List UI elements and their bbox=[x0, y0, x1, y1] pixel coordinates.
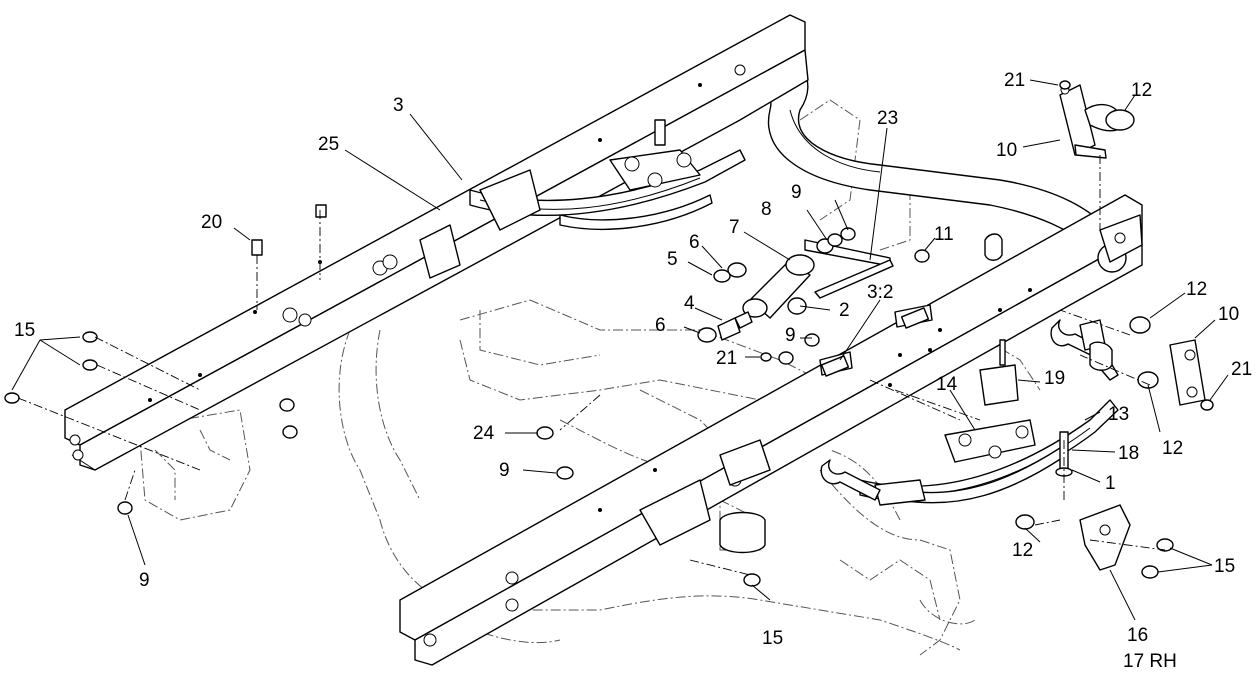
callout-10-top: 10 bbox=[996, 140, 1017, 161]
callout-15-left: 15 bbox=[14, 320, 35, 341]
callout-6-bottom: 6 bbox=[655, 315, 666, 336]
callout-12-lower: 12 bbox=[1162, 438, 1183, 459]
left-leaf-spring bbox=[419, 119, 746, 279]
callout-21-mid: 21 bbox=[716, 348, 737, 369]
callout-labels: 3 25 20 15 9 23 9 8 7 6 5 4 6 2 9 21 3:2… bbox=[14, 70, 1252, 672]
leader-lines bbox=[11, 79, 1229, 621]
callout-9-mid: 9 bbox=[785, 325, 796, 346]
callout-13: 13 bbox=[1108, 404, 1129, 425]
callout-15-right: 15 bbox=[1214, 556, 1235, 577]
callout-19: 19 bbox=[1044, 368, 1065, 389]
bump-stop bbox=[979, 339, 1073, 477]
callout-11: 11 bbox=[934, 224, 954, 245]
callout-21-right: 21 bbox=[1231, 359, 1252, 380]
callout-3-2: 3:2 bbox=[867, 282, 893, 303]
callout-17-rh: 17 RH bbox=[1123, 651, 1177, 672]
callout-23: 23 bbox=[877, 108, 898, 129]
callout-9-lower: 9 bbox=[499, 460, 510, 481]
callout-16: 16 bbox=[1127, 625, 1148, 646]
callout-14: 14 bbox=[936, 374, 958, 395]
callout-21-top: 21 bbox=[1004, 70, 1025, 91]
callout-15-bottom: 15 bbox=[762, 628, 783, 649]
callout-7: 7 bbox=[729, 217, 740, 238]
callout-12-bottom: 12 bbox=[1012, 540, 1033, 561]
callout-2: 2 bbox=[839, 300, 850, 321]
callout-18: 18 bbox=[1118, 443, 1139, 464]
callout-5: 5 bbox=[667, 249, 678, 270]
callout-12-top: 12 bbox=[1131, 80, 1152, 101]
callout-20: 20 bbox=[201, 212, 222, 233]
spring-hanger-bracket bbox=[1015, 504, 1174, 579]
callout-6-top: 6 bbox=[689, 232, 700, 253]
callout-12-right: 12 bbox=[1186, 279, 1207, 300]
callout-8: 8 bbox=[761, 199, 772, 220]
warning-decals bbox=[820, 307, 930, 377]
callout-3: 3 bbox=[393, 95, 404, 116]
callout-10-right: 10 bbox=[1218, 304, 1239, 325]
callout-4: 4 bbox=[684, 293, 695, 314]
callout-25: 25 bbox=[318, 134, 339, 155]
right-frame-rail bbox=[399, 194, 1143, 666]
callout-1: 1 bbox=[1105, 473, 1116, 494]
lower-shackle bbox=[1129, 316, 1214, 411]
fasteners bbox=[4, 80, 1071, 587]
callout-9-left: 9 bbox=[139, 570, 150, 591]
cross-tube bbox=[744, 57, 1111, 251]
upper-shackle bbox=[1059, 84, 1135, 159]
callout-24: 24 bbox=[473, 423, 495, 444]
callout-9-top: 9 bbox=[791, 182, 802, 203]
